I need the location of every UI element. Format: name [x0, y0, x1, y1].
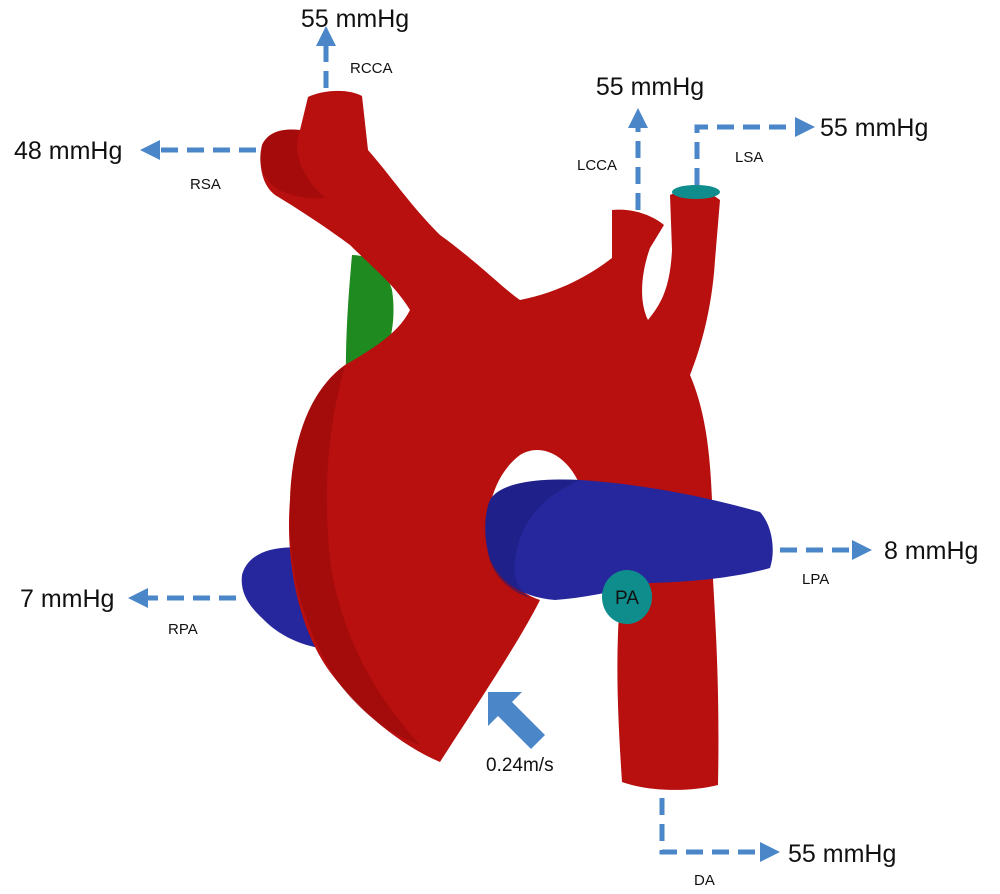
da-vessel-label: DA: [694, 872, 715, 889]
rsa-pressure-label: 48 mmHg: [14, 137, 122, 165]
da-pressure-label: 55 mmHg: [788, 840, 896, 868]
rcca-vessel-label: RCCA: [350, 60, 393, 77]
lcca-pressure-label: 55 mmHg: [596, 73, 704, 101]
rcca-pressure-label: 55 mmHg: [301, 5, 409, 33]
lsa-pressure-label: 55 mmHg: [820, 114, 928, 142]
rpa-vessel-label: RPA: [168, 621, 198, 638]
aortic-inlet-velocity-arrow: [488, 692, 545, 749]
lsa-outlet-cap: [672, 185, 720, 199]
rpa-pressure-label: 7 mmHg: [20, 585, 114, 613]
aortic-inlet-velocity-label: 0.24m/s: [486, 755, 554, 776]
lcca-vessel-label: LCCA: [577, 157, 617, 174]
lsa-vessel-label: LSA: [735, 149, 763, 166]
lpa-vessel-label: LPA: [802, 571, 829, 588]
pa-inlet-label: PA: [615, 588, 639, 609]
da-arrow: [662, 798, 770, 852]
lpa-pressure-label: 8 mmHg: [884, 537, 978, 565]
rsa-vessel-label: RSA: [190, 176, 221, 193]
